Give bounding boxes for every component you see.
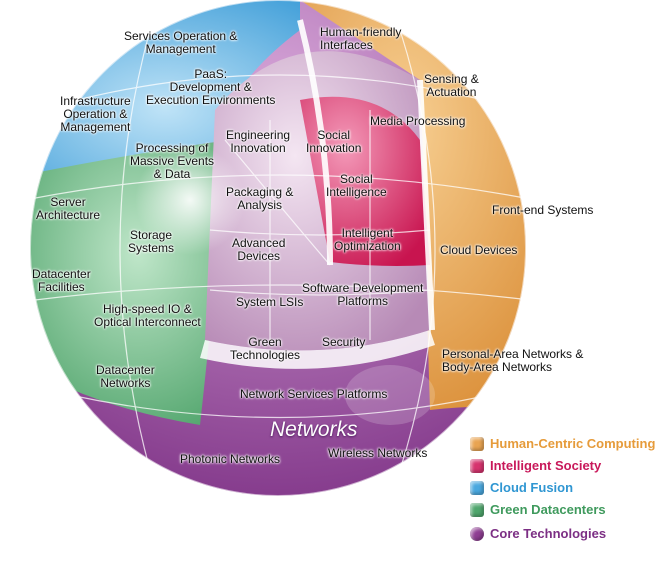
legend-swatch	[470, 503, 484, 517]
label-front-end-systems: Front-end Systems	[492, 203, 594, 217]
label-networks: Networks	[270, 418, 358, 441]
label-software-development-platforms: Software Development Platforms	[302, 281, 424, 308]
label-security: Security	[322, 335, 366, 349]
legend-label: Intelligent Society	[490, 458, 602, 473]
label-massive-events: Processing of Massive Events & Data	[130, 141, 215, 181]
legend-swatch	[470, 481, 484, 495]
label-advanced-devices: Advanced Devices	[232, 236, 286, 263]
legend-label: Human-Centric Computing	[490, 436, 656, 451]
label-packaging-analysis: Packaging & Analysis	[226, 185, 294, 212]
label-photonic-networks: Photonic Networks	[180, 452, 281, 466]
legend-label: Green Datacenters	[490, 502, 606, 517]
label-datacenter-networks: Datacenter Networks	[96, 363, 155, 390]
label-personal-area-networks: Personal-Area Networks & Body-Area Netwo…	[442, 347, 584, 374]
label-datacenter-facilities: Datacenter Facilities	[32, 267, 91, 294]
label-system-lsis: System LSIs	[236, 295, 304, 309]
legend-label: Cloud Fusion	[490, 480, 574, 495]
label-paas: PaaS: Development & Execution Environmen…	[146, 67, 276, 107]
legend-swatch	[470, 459, 484, 473]
label-server-architecture: Server Architecture	[36, 195, 101, 222]
label-human-friendly-interfaces: Human-friendly Interfaces	[320, 25, 402, 52]
label-green-technologies: Green Technologies	[230, 335, 301, 362]
label-social-intelligence: Social Intelligence	[326, 172, 387, 199]
label-wireless-networks: Wireless Networks	[328, 446, 428, 460]
label-high-speed-io: High-speed IO & Optical Interconnect	[94, 302, 201, 329]
label-network-services-platforms: Network Services Platforms	[240, 387, 388, 401]
label-infrastructure-operation: Infrastructure Operation & Management	[60, 94, 131, 134]
label-media-processing: Media Processing	[370, 114, 466, 128]
label-storage-systems: Storage Systems	[128, 228, 175, 255]
label-services-operation: Services Operation & Management	[124, 29, 238, 56]
label-cloud-devices: Cloud Devices	[440, 243, 518, 257]
label-engineering-innovation: Engineering Innovation	[226, 128, 291, 155]
intelligent-society-region	[300, 96, 430, 267]
label-sensing-actuation: Sensing & Actuation	[424, 72, 479, 99]
label-intelligent-optimization: Intelligent Optimization	[334, 226, 401, 253]
legend-label: Core Technologies	[490, 526, 607, 541]
label-social-innovation: Social Innovation	[306, 128, 362, 155]
legend-swatch	[470, 437, 484, 451]
legend-swatch	[470, 527, 484, 541]
